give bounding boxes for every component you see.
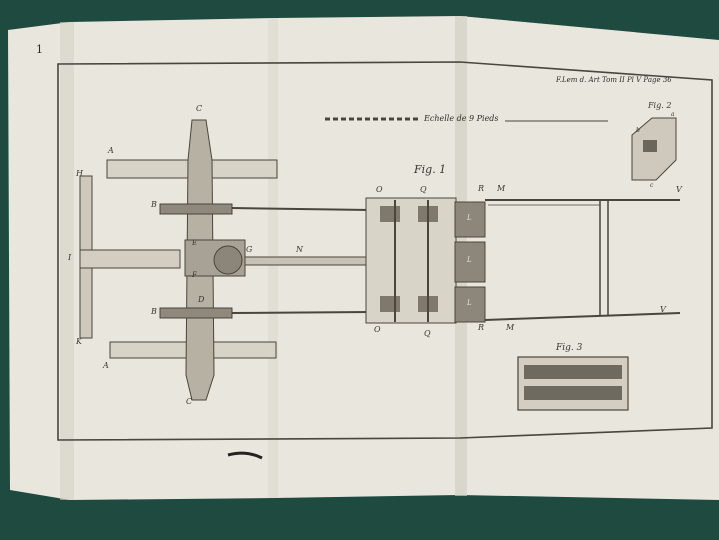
fold-left bbox=[60, 22, 74, 500]
letter-h: H bbox=[76, 169, 83, 178]
letter-k: K bbox=[76, 337, 82, 346]
letter-a-bottom: A bbox=[103, 361, 109, 370]
fig2-letter-a: a bbox=[671, 111, 675, 118]
plate-border bbox=[57, 61, 713, 441]
fig3-roller-2 bbox=[524, 386, 622, 400]
letter-d: D bbox=[198, 295, 205, 304]
frame-i bbox=[79, 249, 181, 269]
letter-m-top: M bbox=[497, 184, 506, 193]
letter-v-top: V bbox=[676, 185, 682, 194]
fig2-label: Fig. 2 bbox=[648, 101, 672, 110]
letter-e: E bbox=[192, 239, 198, 247]
fig3-roller-1 bbox=[524, 365, 622, 379]
gear-3 bbox=[380, 296, 400, 312]
fig2-hole bbox=[643, 140, 657, 152]
letter-g: G bbox=[246, 245, 253, 254]
letter-q-bottom: Q bbox=[424, 329, 431, 338]
letter-l2: L bbox=[467, 256, 472, 264]
fig2-letter-b: b bbox=[636, 127, 640, 134]
rod-bottom bbox=[231, 311, 371, 314]
shaft-n bbox=[244, 256, 376, 266]
letter-q-top: Q bbox=[420, 185, 427, 194]
letter-c-bottom: C bbox=[186, 397, 193, 406]
page-number: 1 bbox=[36, 43, 43, 56]
letter-o-top: O bbox=[376, 185, 383, 194]
machine-frame bbox=[365, 197, 457, 324]
letter-o-bottom: O bbox=[374, 325, 381, 334]
fig1-label: Fig. 1 bbox=[414, 163, 447, 176]
fig3-label: Fig. 3 bbox=[556, 343, 583, 353]
fig3-box bbox=[517, 356, 629, 411]
box-l2 bbox=[454, 241, 486, 283]
letter-m-bottom: M bbox=[506, 323, 515, 332]
letter-r-top: R bbox=[478, 184, 485, 193]
box-l1 bbox=[454, 201, 486, 238]
letter-b-bottom: B bbox=[151, 307, 157, 316]
letter-l3: L bbox=[467, 299, 472, 307]
bar-b-bottom bbox=[159, 307, 233, 319]
letter-l1: L bbox=[467, 214, 472, 222]
letter-n: N bbox=[296, 245, 303, 254]
letter-b-top: B bbox=[151, 200, 157, 209]
ink-smudge bbox=[227, 451, 263, 460]
bar-b-top bbox=[159, 203, 233, 215]
letter-c-top: C bbox=[196, 104, 203, 113]
letter-f: F bbox=[192, 271, 197, 279]
letter-r-bottom: R bbox=[478, 323, 485, 332]
hub-wheel bbox=[213, 245, 243, 275]
header-reference: F.Lem d. Art Tom II Pl V Page 36 bbox=[556, 76, 672, 84]
scale-label: Echelle de 9 Pieds bbox=[424, 114, 499, 123]
letter-a-top: A bbox=[108, 146, 114, 155]
gear-1 bbox=[380, 206, 400, 222]
rod-top bbox=[231, 207, 371, 211]
fig2-letter-c: c bbox=[650, 182, 654, 189]
box-l3 bbox=[454, 286, 486, 323]
letter-i: I bbox=[68, 253, 72, 262]
letter-v-bottom: V bbox=[660, 305, 666, 314]
rail-v-bottom bbox=[484, 312, 681, 321]
